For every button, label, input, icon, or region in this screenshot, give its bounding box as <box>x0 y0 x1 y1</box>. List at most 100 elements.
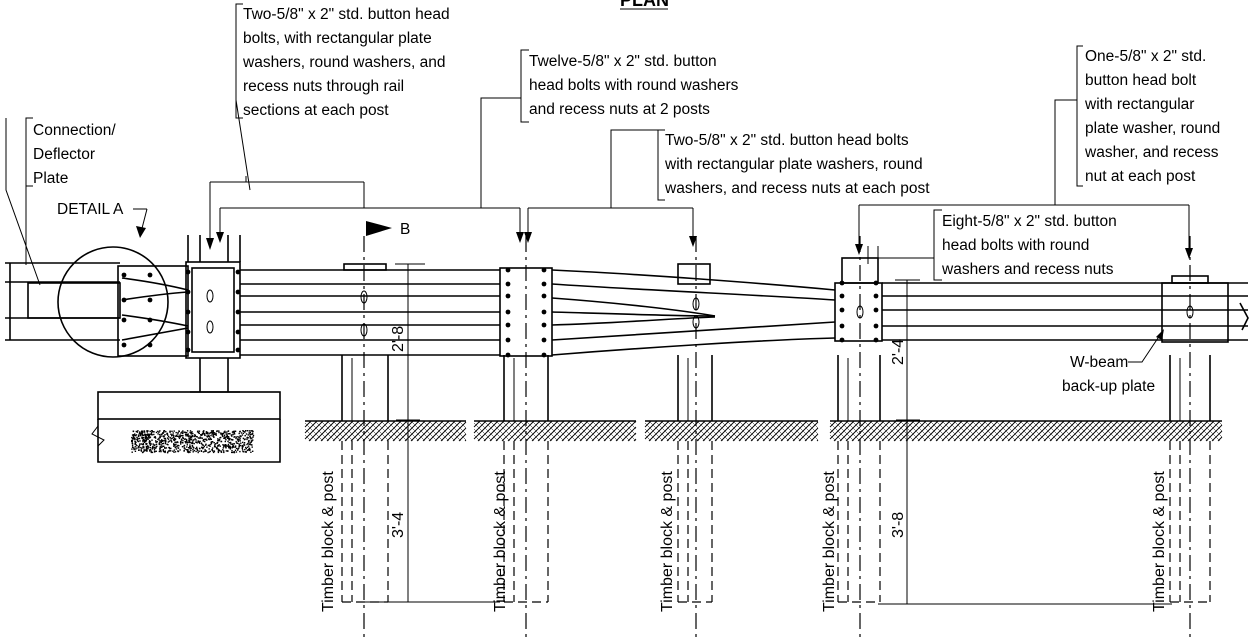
svg-text:plate washer, round: plate washer, round <box>1085 120 1220 137</box>
ground-segment <box>829 420 1223 442</box>
callout-twelve-bolts: Twelve-5/8" x 2" std. button head bolts … <box>520 49 739 123</box>
callout-line: with rectangular <box>1084 96 1194 113</box>
bolt-dot <box>235 269 241 275</box>
bolt-dot <box>541 352 547 358</box>
bolt-dot <box>235 289 241 295</box>
post-labels: Timber block & post Timber block & post … <box>320 471 1168 612</box>
bolt-dot <box>873 323 879 329</box>
section-b-label: B <box>400 221 410 238</box>
callout-line: washer, and recess <box>1084 144 1219 161</box>
svg-text:Deflector: Deflector <box>33 146 95 163</box>
callout-line: Eight-5/8" x 2" std. button <box>942 213 1117 230</box>
timber-posts <box>341 236 1211 637</box>
bolt-dot <box>185 269 191 275</box>
svg-text:washers, round washers, and: washers, round washers, and <box>242 54 445 71</box>
bolt-dot <box>147 272 153 278</box>
bolt-dot <box>873 293 879 299</box>
ground-segment <box>304 420 467 442</box>
callout-two-bolts-post: Two-5/8" x 2" std. button head bolts wit… <box>657 129 930 201</box>
svg-text:head bolts with round washers: head bolts with round washers <box>529 77 739 94</box>
wbeam-label-line1: W-beam <box>1070 354 1128 371</box>
bolt-dot <box>147 297 153 303</box>
bolt-dot <box>235 309 241 315</box>
callout-line: Connection/ <box>33 122 116 139</box>
svg-text:washer, and recess: washer, and recess <box>1084 144 1219 161</box>
concrete-hatch <box>131 430 255 454</box>
bolt-dot <box>185 289 191 295</box>
detail-a-text: DETAIL A <box>57 201 124 218</box>
post-label: Timber block & post <box>320 471 337 612</box>
callout-line: button head bolt <box>1085 72 1197 89</box>
wbeam-callout: W-beam back-up plate <box>1062 329 1164 395</box>
callout-line: Two-5/8" x 2" std. button head <box>243 6 450 23</box>
callout-line: head bolts with round washers <box>529 77 739 94</box>
bolt-dot <box>505 322 511 328</box>
bolt-dot <box>185 329 191 335</box>
bolt-dot <box>505 309 511 315</box>
svg-text:Two-5/8" x 2" std. button head: Two-5/8" x 2" std. button head <box>243 6 450 23</box>
callout-line: washers, round washers, and <box>242 54 445 71</box>
callout-line: and recess nuts at 2 posts <box>529 101 710 118</box>
svg-text:with rectangular: with rectangular <box>1084 96 1194 113</box>
bolt-dot <box>147 317 153 323</box>
bolt-dot <box>505 293 511 299</box>
post-label: Timber block & post <box>492 471 509 612</box>
svg-text:with rectangular plate washers: with rectangular plate washers, round <box>664 156 923 173</box>
plan-title: PLAN <box>620 0 669 10</box>
bolt-dot <box>541 267 547 273</box>
callout-line: bolts, with rectangular plate <box>243 30 432 47</box>
dim-right-above: 2'-4 <box>890 339 907 365</box>
ground-segment <box>644 420 819 442</box>
callout-line: sections at each post <box>243 102 389 119</box>
callout-line: One-5/8" x 2" std. <box>1085 48 1206 65</box>
svg-text:Eight-5/8" x 2" std. button: Eight-5/8" x 2" std. button <box>942 213 1117 230</box>
bolt-dot <box>185 347 191 353</box>
bolt-dot <box>873 337 879 343</box>
callout-line: washers, and recess nuts at each post <box>664 180 930 197</box>
svg-text:Two-5/8" x 2" std. button head: Two-5/8" x 2" std. button head bolts <box>665 132 909 149</box>
timber-post <box>503 236 549 637</box>
post-label: Timber block & post <box>659 471 676 612</box>
bolt-dot <box>873 280 879 286</box>
bolt-dot <box>839 307 845 313</box>
callout-line: Deflector <box>33 146 95 163</box>
bolt-dot <box>235 329 241 335</box>
svg-text:nut at each post: nut at each post <box>1085 168 1196 185</box>
wbeam-label-line2: back-up plate <box>1062 378 1155 395</box>
bolt-dot <box>839 337 845 343</box>
callout-line: head bolts with round <box>942 237 1089 254</box>
callout-line: washers and recess nuts <box>941 261 1114 278</box>
callout-line: plate washer, round <box>1085 120 1220 137</box>
dim-right-below: 3'-8 <box>890 512 907 538</box>
bolt-dot <box>541 322 547 328</box>
section-b-marker: B <box>366 221 410 238</box>
callout-eight-bolts: Eight-5/8" x 2" std. button head bolts w… <box>933 209 1117 281</box>
svg-text:Plate: Plate <box>33 170 68 187</box>
bolt-dot <box>235 347 241 353</box>
callout-line: Twelve-5/8" x 2" std. button <box>529 53 717 70</box>
svg-text:Twelve-5/8" x 2" std. button: Twelve-5/8" x 2" std. button <box>529 53 717 70</box>
svg-text:bolts, with rectangular plate: bolts, with rectangular plate <box>243 30 432 47</box>
dim-left-below: 3'-4 <box>390 512 407 538</box>
bolt-dot <box>505 337 511 343</box>
bolt-dot <box>541 337 547 343</box>
bolt-dot <box>839 280 845 286</box>
post-label: Timber block & post <box>1151 471 1168 612</box>
post-label: Timber block & post <box>821 471 838 612</box>
callout-rail-bolts: Two-5/8" x 2" std. button head bolts, wi… <box>235 3 450 119</box>
bolt-dot <box>839 293 845 299</box>
dimension-right: 2'-4 3'-8 <box>878 279 1172 605</box>
dim-left-above: 2'-8 <box>390 326 407 352</box>
svg-text:button head bolt: button head bolt <box>1085 72 1197 89</box>
callout-line: recess nuts through rail <box>243 78 404 95</box>
bolt-dot <box>839 323 845 329</box>
bolt-dot <box>541 281 547 287</box>
w-beam-backup-plate <box>1161 282 1229 343</box>
svg-text:head bolts with round: head bolts with round <box>942 237 1089 254</box>
detail-a-label: DETAIL A <box>57 201 148 238</box>
svg-text:washers, and recess nuts at ea: washers, and recess nuts at each post <box>664 180 930 197</box>
bolt-dot <box>873 307 879 313</box>
callout-one-bolt: One-5/8" x 2" std. button head bolt with… <box>1076 45 1220 187</box>
end-connection <box>5 235 281 463</box>
